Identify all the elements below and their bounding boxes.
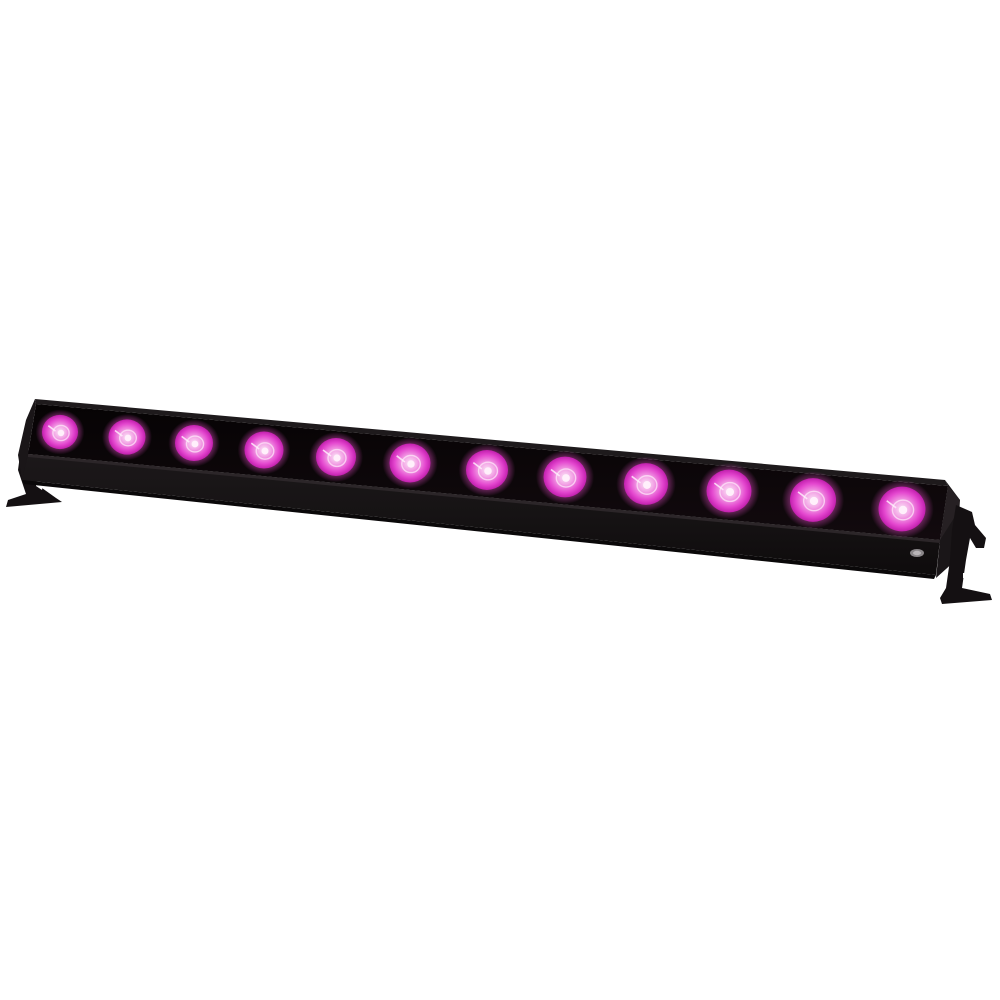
- right-bracket: [940, 505, 992, 604]
- led-lens-icon: [237, 425, 291, 475]
- led-lens-icon: [35, 409, 85, 455]
- led-lens-icon: [616, 456, 676, 512]
- led-lens-icon: [535, 450, 595, 504]
- led-lens-icon: [168, 419, 220, 467]
- led-lens-icon: [382, 437, 438, 489]
- led-lens-icon: [309, 432, 363, 482]
- led-lens-icon: [698, 462, 760, 520]
- led-row: [35, 409, 934, 539]
- led-lens-icon: [102, 413, 152, 461]
- led-lens-icon: [781, 471, 845, 529]
- led-lens-icon: [870, 479, 934, 539]
- led-lens-icon: [458, 443, 516, 497]
